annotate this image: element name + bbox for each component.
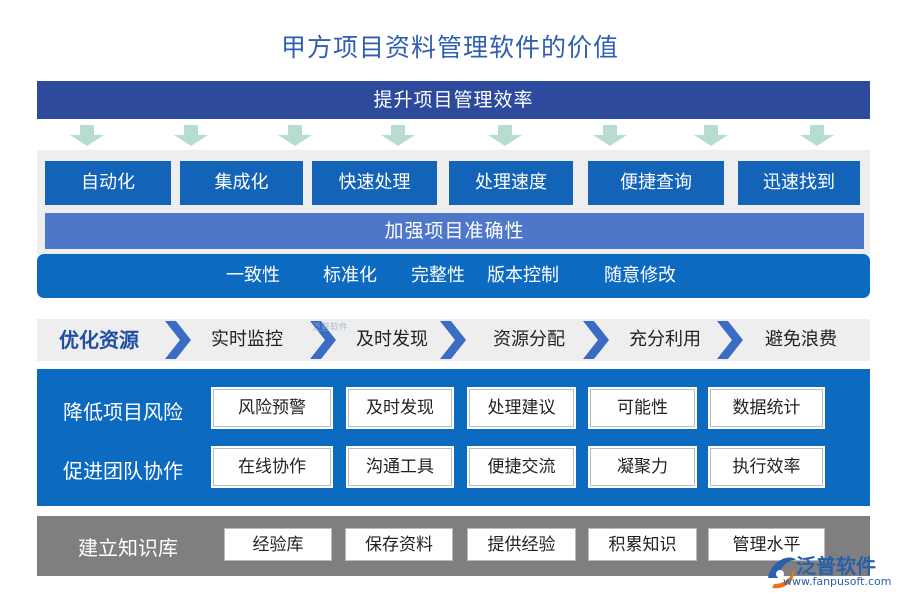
team-item: 凝聚力: [588, 446, 697, 488]
risk-item: 可能性: [588, 387, 697, 429]
efficiency-item: 迅速找到: [738, 161, 860, 205]
knowledge-item: 管理水平: [708, 528, 825, 561]
efficiency-item: 自动化: [45, 161, 171, 205]
knowledge-item: 积累知识: [588, 528, 697, 561]
accuracy-banner: 加强项目准确性: [45, 213, 864, 249]
accuracy-item: 随意修改: [604, 265, 676, 286]
down-arrow-icon: [694, 125, 728, 147]
down-arrow-icon: [800, 125, 834, 147]
team-row-label: 促进团队协作: [63, 459, 183, 483]
risk-item: 数据统计: [708, 387, 825, 429]
efficiency-item: 便捷查询: [588, 161, 724, 205]
accuracy-item: 完整性: [411, 265, 465, 286]
risk-item: 处理建议: [467, 387, 576, 429]
diagram-title: 甲方项目资料管理软件的价值: [280, 33, 619, 62]
knowledge-item: 保存资料: [345, 528, 453, 561]
brand-logo-name: 泛普软件: [796, 554, 876, 578]
accuracy-item: 一致性: [226, 265, 280, 286]
resource-flow-step: 充分利用: [629, 329, 701, 350]
risk-item: 风险预警: [211, 387, 333, 429]
down-arrow-icon: [278, 125, 312, 147]
brand-logo-icon: [768, 557, 796, 589]
resource-flow-label: 优化资源: [59, 328, 139, 352]
chevron-right-icon: [717, 321, 743, 359]
team-item: 沟通工具: [346, 446, 454, 488]
team-item: 在线协作: [211, 446, 333, 488]
accuracy-item: 标准化: [323, 265, 377, 286]
resource-flow-step: 及时发现: [356, 329, 428, 350]
team-item: 执行效率: [708, 446, 825, 488]
resource-flow-step: 实时监控: [211, 329, 283, 350]
down-arrow-icon: [174, 125, 208, 147]
resource-flow-step: 资源分配: [493, 329, 565, 350]
accuracy-bar: 一致性 标准化 完整性 版本控制 随意修改: [37, 254, 870, 298]
resource-flow-step: 避免浪费: [765, 329, 837, 350]
risk-item: 及时发现: [346, 387, 454, 429]
chevron-right-icon: [440, 321, 466, 359]
down-arrow-icon: [381, 125, 415, 147]
efficiency-banner: 提升项目管理效率: [37, 81, 870, 119]
chevron-right-icon: [310, 321, 336, 359]
down-arrow-icon: [488, 125, 522, 147]
team-item: 便捷交流: [467, 446, 576, 488]
efficiency-item: 快速处理: [312, 161, 437, 205]
down-arrow-icon: [593, 125, 627, 147]
down-arrow-icon: [70, 125, 104, 147]
efficiency-item: 处理速度: [449, 161, 573, 205]
watermark-text: 泛普软件: [312, 323, 349, 333]
knowledge-item: 提供经验: [467, 528, 576, 561]
efficiency-item: 集成化: [180, 161, 303, 205]
chevron-right-icon: [165, 321, 191, 359]
chevron-right-icon: [583, 321, 609, 359]
accuracy-item: 版本控制: [487, 265, 559, 286]
resource-flow: 优化资源 实时监控 及时发现 资源分配 充分利用 避免浪费: [37, 319, 870, 361]
risk-row-label: 降低项目风险: [63, 400, 183, 424]
knowledge-item: 经验库: [224, 528, 332, 561]
brand-logo-url: www.fanpusoft.com: [783, 575, 892, 588]
down-arrows-row: [37, 125, 870, 147]
knowledge-row-label: 建立知识库: [78, 536, 178, 560]
